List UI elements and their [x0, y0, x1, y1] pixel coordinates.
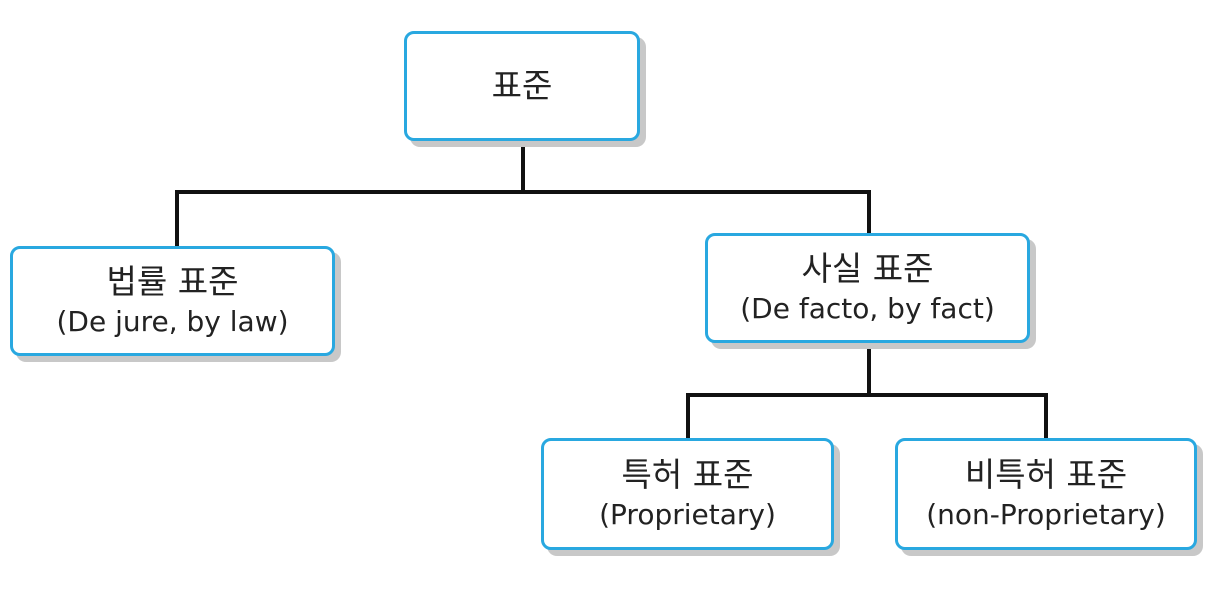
node-de-jure-subtitle: (De jure, by law) — [56, 305, 289, 338]
node-proprietary-title: 특허 표준 — [621, 455, 754, 494]
node-proprietary-subtitle: (Proprietary) — [599, 498, 776, 531]
node-de-jure-standard: 법률 표준 (De jure, by law) — [10, 246, 335, 356]
node-de-jure-title: 법률 표준 — [106, 262, 239, 301]
node-non-proprietary-subtitle: (non-Proprietary) — [926, 498, 1166, 531]
node-non-proprietary-title: 비특허 표준 — [964, 455, 1128, 494]
node-de-facto-subtitle: (De facto, by fact) — [740, 292, 995, 325]
node-standard: 표준 — [404, 31, 640, 141]
node-non-proprietary-standard: 비특허 표준 (non-Proprietary) — [895, 438, 1197, 550]
node-de-facto-standard: 사실 표준 (De facto, by fact) — [705, 233, 1030, 343]
node-de-facto-title: 사실 표준 — [801, 249, 934, 288]
node-proprietary-standard: 특허 표준 (Proprietary) — [541, 438, 834, 550]
node-standard-title: 표준 — [491, 66, 553, 105]
